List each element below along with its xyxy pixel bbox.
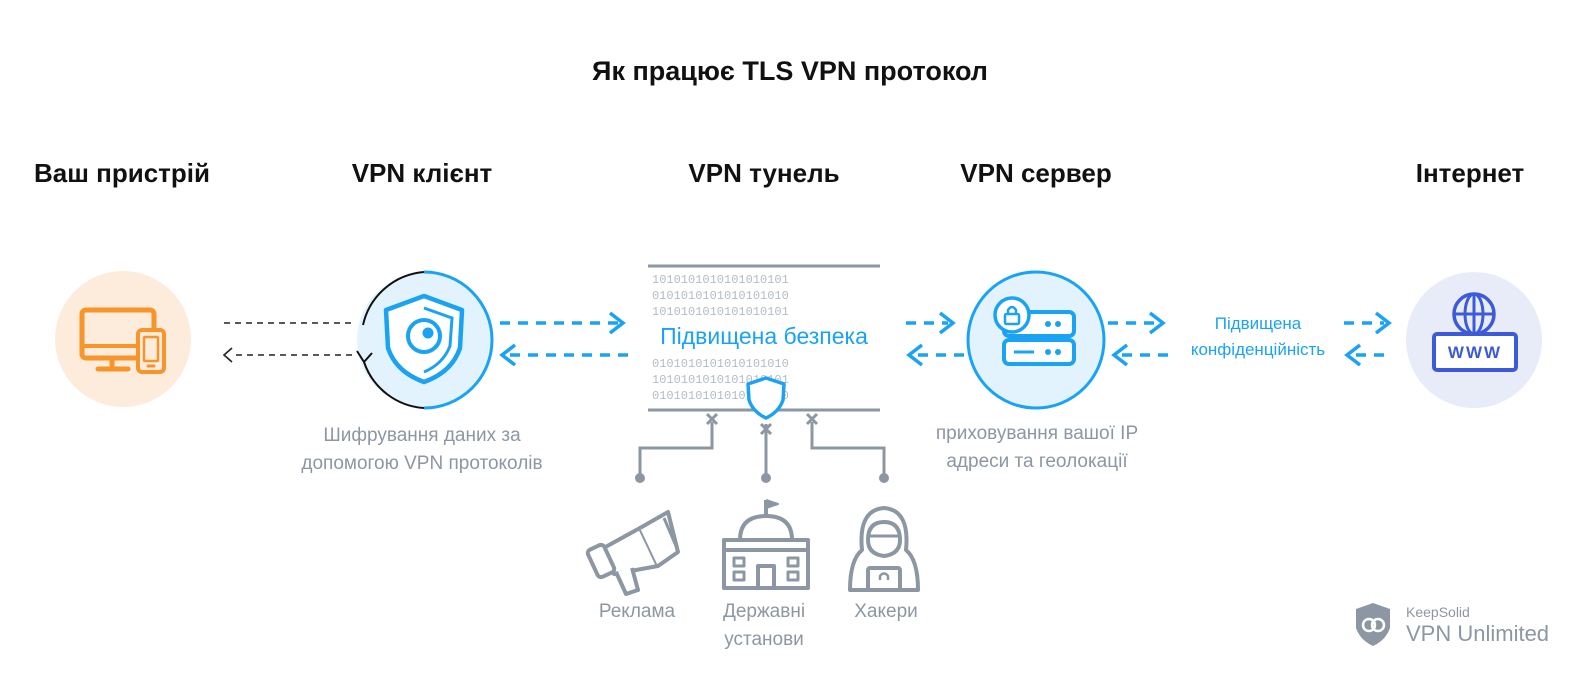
- brand-product: VPN Unlimited: [1406, 621, 1550, 646]
- device-client-arrows: [222, 322, 356, 363]
- threat-label-hackers: Хакери: [854, 601, 918, 622]
- server-caption: приховування вашої IP адреси та геолокац…: [900, 420, 1174, 476]
- column-title-server: VPN сервер: [960, 158, 1112, 188]
- binary-row: 0101010101010101010: [652, 357, 789, 371]
- threat-connectors: [635, 412, 889, 483]
- government-building-icon: [722, 499, 810, 590]
- privacy-internet-arrows: [1344, 311, 1392, 367]
- client-tunnel-arrows: [499, 311, 628, 367]
- binary-row: 1010101010101010101: [652, 305, 789, 319]
- binary-row: 0101010101010101010: [652, 289, 789, 303]
- column-title-internet: Інтернет: [1415, 158, 1525, 188]
- threat-label-ads: Реклама: [598, 601, 676, 622]
- device-icon: [55, 271, 191, 407]
- vpn-server-icon: [966, 270, 1106, 410]
- tunnel-label: Підвищена безпека: [660, 323, 868, 349]
- caption-line: адреси та геолокації: [946, 451, 1128, 472]
- www-text: WWW: [1448, 343, 1502, 362]
- caption-line: Шифрування даних за: [323, 425, 521, 446]
- page-title: Як працює TLS VPN протокол: [592, 56, 988, 86]
- tunnel-server-arrows: [906, 311, 964, 367]
- privacy-label-line: конфіденційність: [1190, 340, 1326, 359]
- threat-label-line: Державні: [722, 601, 806, 622]
- hacker-icon: [848, 506, 920, 592]
- binary-row: 1010101010101010101: [652, 273, 789, 287]
- brand-company: KeepSolid: [1406, 604, 1470, 620]
- threat-label-government: Державні установи: [706, 598, 822, 654]
- column-title-device: Ваш пристрій: [34, 158, 210, 188]
- caption-line: допомогою VPN протоколів: [301, 453, 543, 474]
- megaphone-icon: [585, 510, 680, 596]
- internet-icon: WWW: [1406, 272, 1542, 408]
- privacy-label: Підвищена конфіденційність: [1170, 311, 1346, 363]
- client-caption: Шифрування даних за допомогою VPN проток…: [272, 422, 572, 478]
- server-privacy-arrows: [1108, 311, 1168, 367]
- caption-line: приховування вашої IP: [935, 423, 1139, 444]
- column-title-client: VPN клієнт: [351, 158, 493, 188]
- privacy-label-line: Підвищена: [1214, 314, 1302, 333]
- vpn-client-icon: [356, 270, 494, 410]
- column-title-tunnel: VPN тунель: [688, 158, 840, 188]
- threat-label-line: установи: [724, 629, 804, 650]
- keepsolid-logo-icon: [1356, 603, 1390, 646]
- vpn-tunnel: 1010101010101010101 0101010101010101010 …: [646, 264, 882, 420]
